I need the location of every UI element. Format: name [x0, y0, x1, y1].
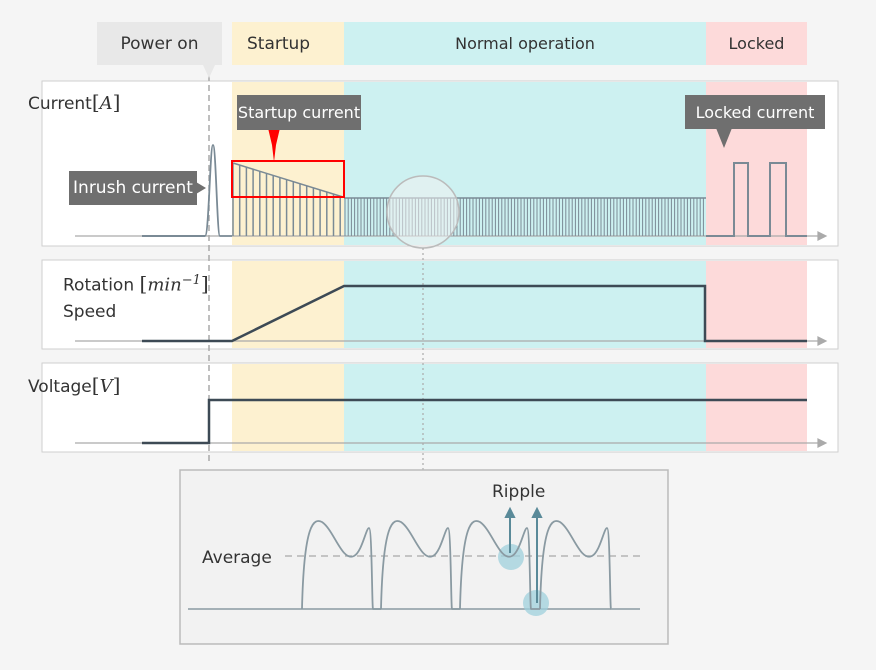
ripple-waveform [301, 520, 612, 610]
ripple-detail-panel [179, 469, 669, 645]
locked-current-tag: Locked current [685, 95, 825, 129]
speed-label-line1: Rotation [63, 275, 135, 296]
ripple-arrows [504, 506, 543, 603]
magnifier-circle [386, 175, 460, 249]
speed-axis-label: Rotation [min−1] Speed [63, 271, 209, 322]
current-axis-label: Current[A] [28, 90, 121, 114]
phase-normal-operation: Normal operation [344, 22, 706, 65]
voltage-axis-label: Voltage[V] [28, 373, 121, 397]
current-label-text: Current [28, 94, 92, 114]
speed-trace [142, 284, 807, 343]
voltage-panel [41, 362, 839, 453]
voltage-trace [142, 398, 807, 445]
speed-unit-base: min [147, 274, 182, 296]
startup-current-tag: Startup current [237, 95, 361, 130]
phase-startup: Startup [232, 22, 344, 65]
voltage-label-text: Voltage [28, 377, 92, 397]
inrush-spike [204, 144, 232, 237]
phase-locked: Locked [706, 22, 807, 65]
startup-current-arrow [268, 128, 280, 162]
power-on-pointer [203, 65, 215, 78]
speed-unit-exp: −1 [181, 273, 201, 288]
current-unit: A [99, 93, 113, 114]
startup-current-highlight [231, 160, 345, 198]
ripple-label: Ripple [492, 482, 546, 502]
voltage-unit: V [99, 376, 113, 397]
inrush-pointer [196, 182, 206, 194]
average-label: Average [202, 548, 272, 568]
locked-pulses [706, 162, 807, 237]
inrush-current-tag: Inrush current [69, 171, 197, 205]
startup-envelope [232, 162, 344, 198]
speed-label-line2: Speed [63, 301, 117, 322]
phase-power-on: Power on [97, 22, 222, 65]
locked-pointer [716, 128, 732, 148]
